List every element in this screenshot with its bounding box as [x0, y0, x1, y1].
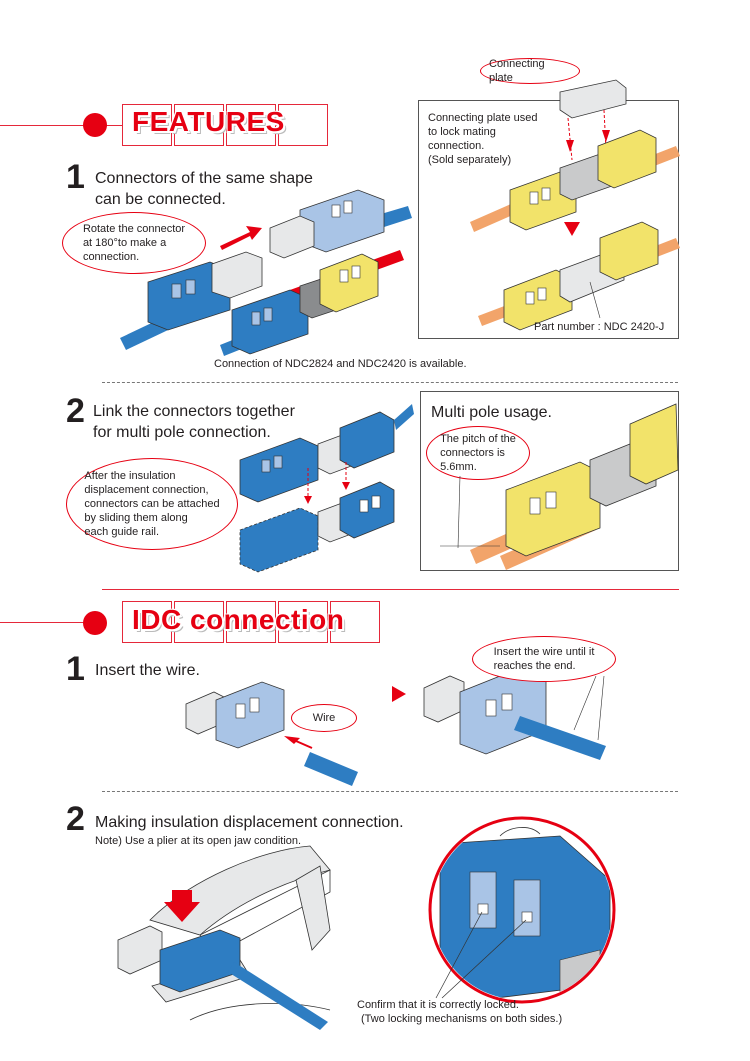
- idc-top-rule: [102, 589, 679, 590]
- feature1-heading-line2: can be connected.: [95, 191, 226, 208]
- rotate-bubble-line3: connection.: [82, 251, 140, 263]
- idc-rule: [0, 622, 95, 623]
- rotate-bubble-line2: at 180°to make a: [82, 237, 167, 249]
- plate-desc-line1: Connecting plate used: [428, 112, 538, 124]
- plate-desc-line4: (Sold separately): [428, 154, 512, 166]
- rotate-bubble-line1: Rotate the connector: [82, 223, 186, 235]
- guide-rail-line5: each guide rail.: [84, 526, 160, 538]
- confirm-line2: (Two locking mechanisms on both sides.): [361, 1013, 563, 1025]
- idc-step2-number: 2: [66, 800, 85, 838]
- pitch-bubble: The pitch of the connectors is 5.6mm.: [426, 426, 530, 480]
- idc-divider: [102, 791, 678, 792]
- idc-step1-number: 1: [66, 650, 85, 688]
- features-bullet-dot: [83, 113, 107, 137]
- idc-step2-heading: Making insulation displacement connectio…: [95, 814, 404, 831]
- connection-note: Connection of NDC2824 and NDC2420 is ava…: [214, 358, 467, 370]
- part-number: Part number : NDC 2420-J: [534, 321, 665, 333]
- idc-step2-note: Note) Use a plier at its open jaw condit…: [95, 835, 302, 847]
- pitch-line1: The pitch of the: [440, 433, 516, 445]
- insert-end-bubble: Insert the wire until it reaches the end…: [472, 636, 616, 682]
- feature1-number: 1: [66, 158, 85, 196]
- features-rule: [0, 125, 95, 126]
- features-title-boxes: [122, 104, 330, 146]
- plate-desc-line2: to lock mating: [428, 126, 496, 138]
- guide-rail-line4: by sliding them along: [84, 512, 188, 524]
- guide-rail-line3: connectors can be attached: [84, 498, 220, 510]
- pitch-line2: connectors is: [440, 447, 505, 459]
- rotate-bubble: Rotate the connector at 180°to make a co…: [62, 212, 206, 274]
- connecting-plate-label: Connecting plate: [489, 58, 545, 84]
- confirm-line1: Confirm that it is correctly locked.: [357, 999, 519, 1011]
- wire-label: Wire: [312, 712, 336, 724]
- guide-rail-line2: displacement connection,: [84, 484, 209, 496]
- idc-title-boxes: [122, 601, 382, 643]
- feature-divider: [102, 382, 678, 383]
- multi-pole-heading: Multi pole usage.: [431, 404, 552, 421]
- pitch-line3: 5.6mm.: [440, 461, 477, 473]
- guide-rail-bubble: After the insulation displacement connec…: [66, 458, 238, 550]
- idc-title: IDC connection: [132, 604, 345, 635]
- features-title: FEATURES: [132, 106, 285, 137]
- feature2-heading-line1: Link the connectors together: [93, 403, 295, 420]
- connecting-plate-bubble: Connecting plate: [480, 58, 580, 84]
- feature2-heading-line2: for multi pole connection.: [93, 424, 271, 441]
- idc-bullet-dot: [83, 611, 107, 635]
- idc-step1-heading: Insert the wire.: [95, 662, 200, 679]
- insert-end-line2: reaches the end.: [493, 660, 576, 672]
- plate-desc-line3: connection.: [428, 140, 485, 152]
- wire-bubble: Wire: [291, 704, 357, 732]
- insert-end-line1: Insert the wire until it: [493, 646, 595, 658]
- feature2-number: 2: [66, 392, 85, 430]
- feature1-heading-line1: Connectors of the same shape: [95, 170, 313, 187]
- guide-rail-line1: After the insulation: [84, 470, 176, 482]
